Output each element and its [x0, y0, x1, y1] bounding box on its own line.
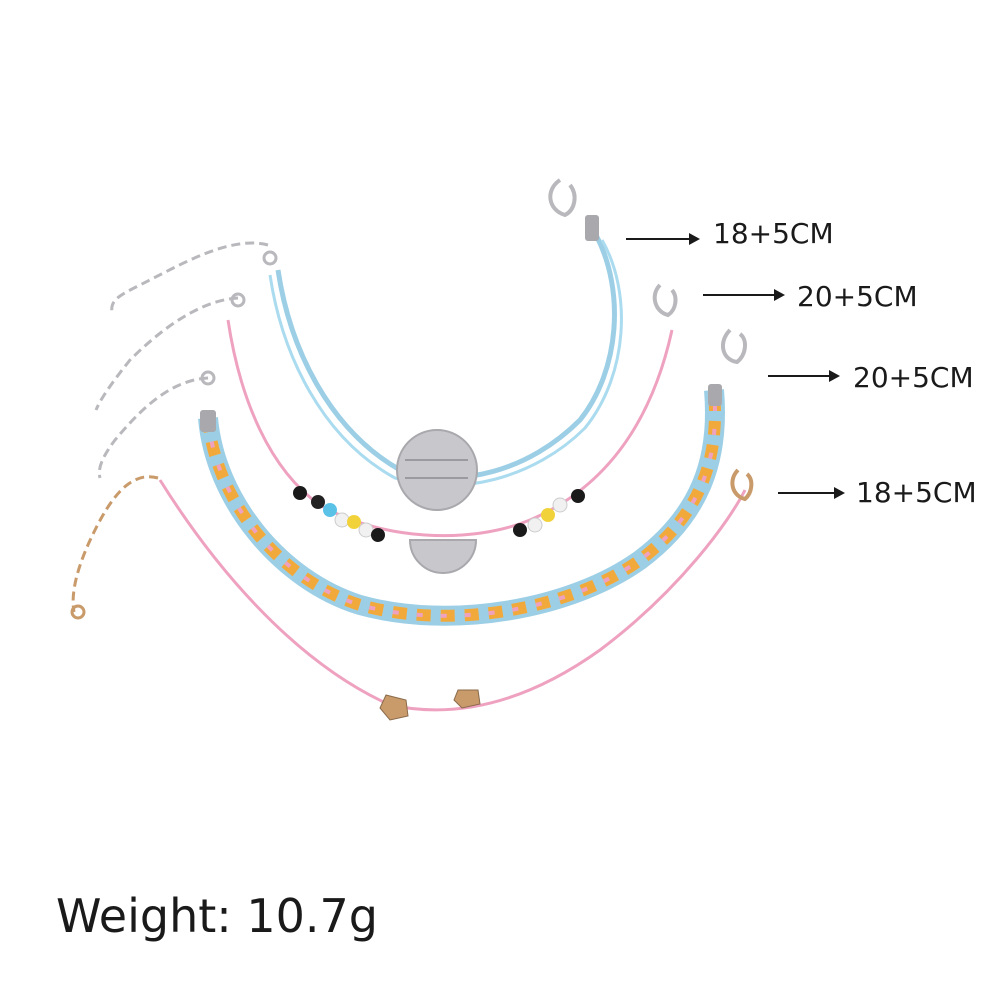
silver-extension-chain-1 — [110, 241, 278, 313]
size-label-4: 18+5CM — [856, 476, 977, 509]
braided-bracelet — [198, 389, 725, 626]
pink-beaded-bracelet — [226, 319, 674, 538]
silver-extension-chain-2 — [94, 292, 246, 411]
size-label-1: 18+5CM — [713, 217, 834, 250]
pink-gold-bead-bracelet — [158, 479, 747, 712]
size-arrow-1 — [626, 233, 700, 245]
lobster-clasp-gold — [730, 468, 754, 502]
seed-beads — [293, 486, 585, 542]
half-coin-charm — [408, 539, 478, 574]
silver-extension-chain-3 — [97, 370, 216, 479]
size-arrow-2 — [703, 289, 785, 301]
lobster-clasp-3 — [200, 328, 747, 432]
blue-cord-bracelet — [268, 233, 623, 488]
size-arrow-4 — [778, 487, 845, 499]
lobster-clasp-2 — [652, 283, 678, 318]
silver-coin-charm — [396, 429, 478, 511]
size-arrow-3 — [768, 370, 840, 382]
size-label-3: 20+5CM — [853, 361, 974, 394]
size-label-2: 20+5CM — [797, 280, 918, 313]
weight-label: Weight: 10.7g — [56, 889, 378, 943]
gold-beads — [379, 689, 481, 721]
gold-extension-chain — [70, 475, 159, 620]
lobster-clasp-1 — [548, 178, 599, 241]
